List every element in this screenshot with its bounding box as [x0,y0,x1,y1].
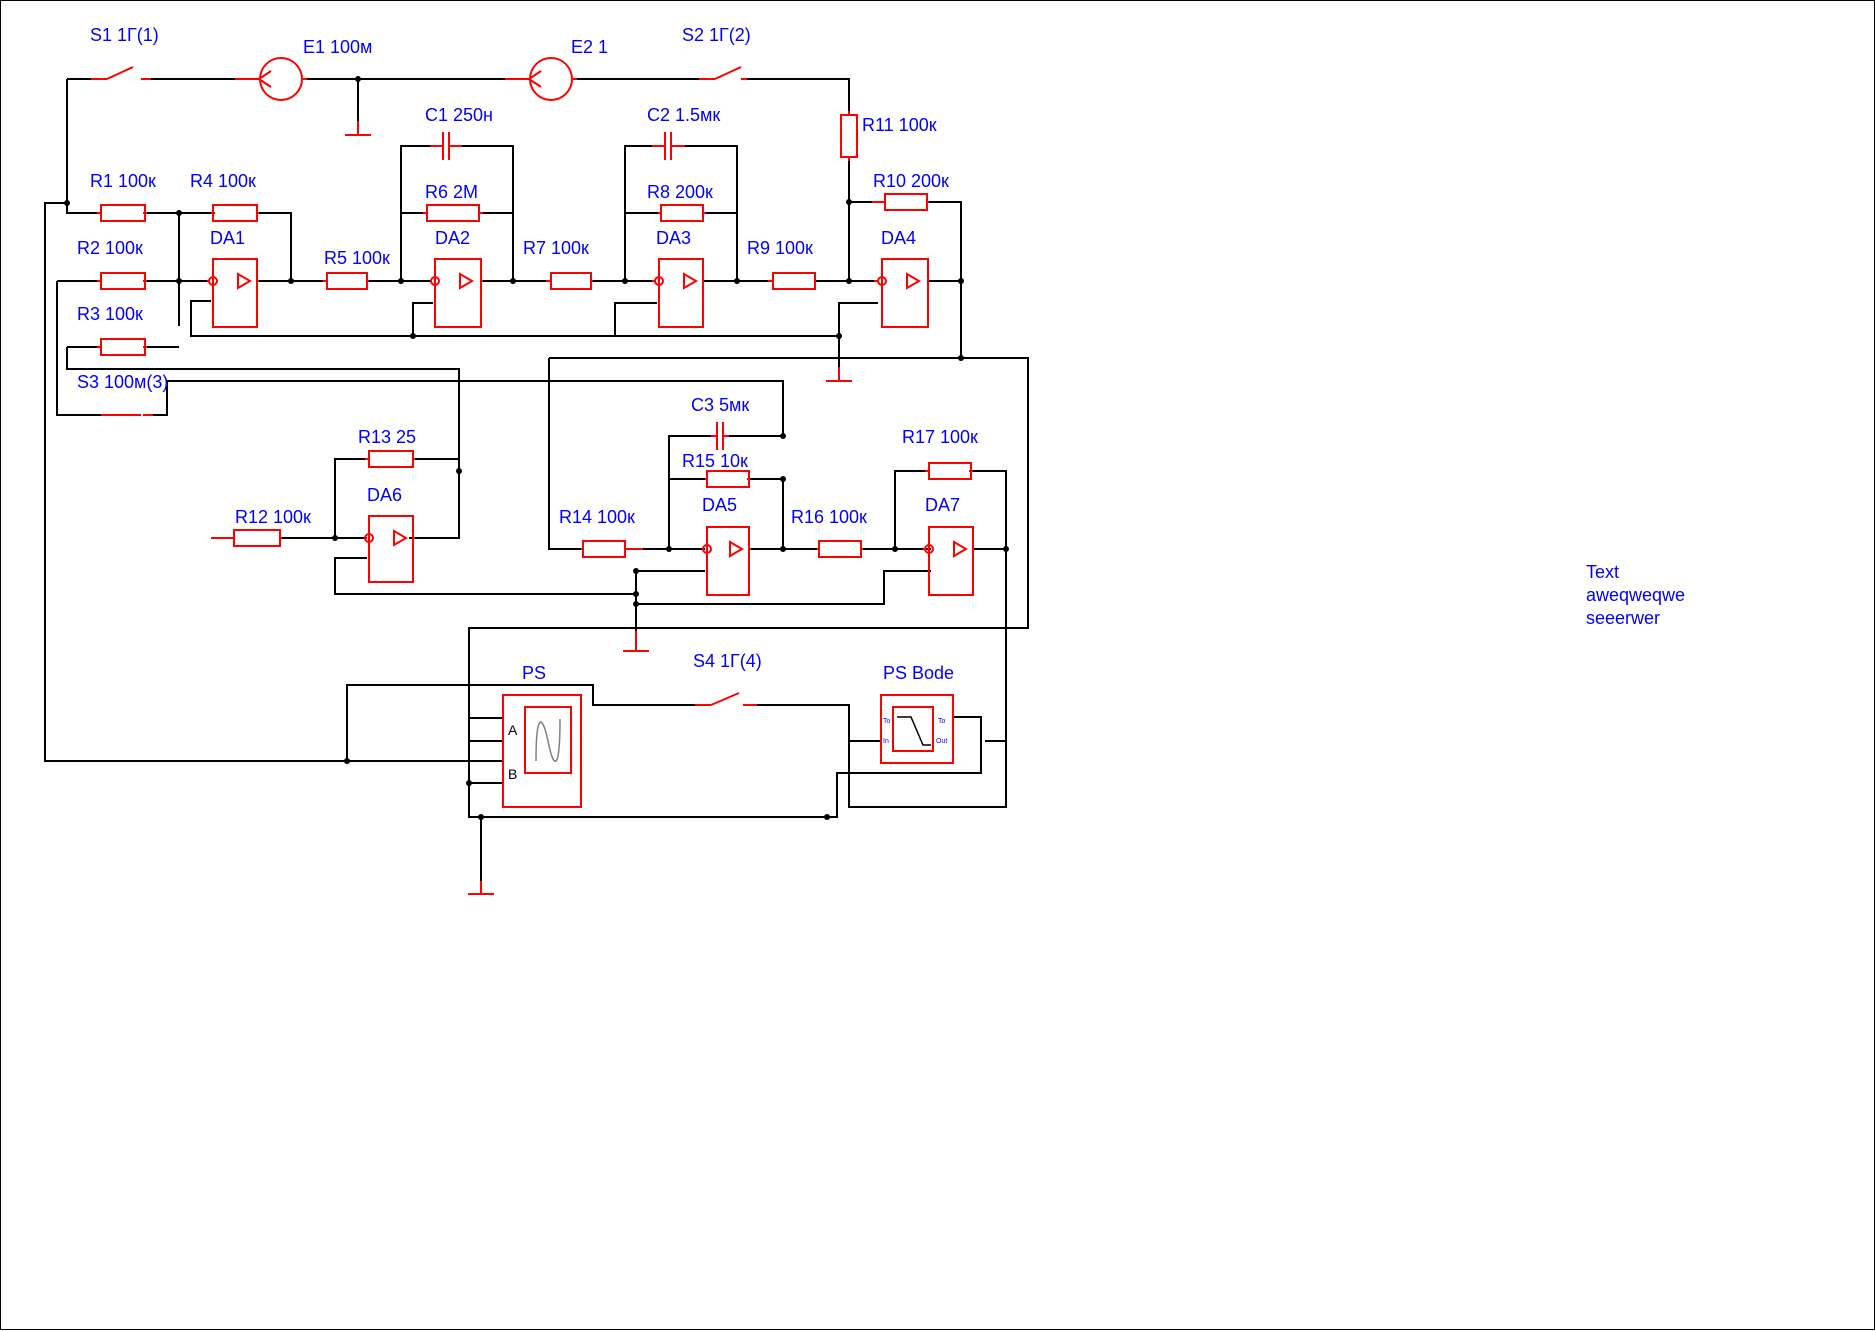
source-e1[interactable] [235,57,307,101]
label-r2: R2 100к [77,238,143,258]
switch-s1[interactable] [91,66,151,80]
source-e2[interactable] [505,57,577,101]
switch-s2[interactable] [699,66,747,80]
ground-4 [468,881,494,895]
resistor-r11[interactable] [840,111,858,161]
bode-plotter[interactable]: To In To Out [880,694,954,764]
opamp-da6[interactable] [364,515,415,583]
ps-pin-a: A [508,722,518,738]
ps-pin-b: B [508,766,517,782]
label-s2: S2 1Г(2) [682,25,751,45]
ground-1 [345,121,371,136]
text-note-line-3: seeerwer [1586,608,1661,628]
bode-pin-in: In [883,738,889,745]
switch-s4[interactable] [695,692,757,706]
label-r11: R11 100к [862,115,937,135]
label-r6: R6 2M [425,182,478,202]
label-r13: R13 25 [358,427,416,447]
resistor-r4[interactable] [211,204,259,222]
resistor-r16[interactable] [817,540,863,558]
opamp-da3[interactable] [652,258,704,328]
label-da1: DA1 [210,228,245,248]
component-labels: S1 1Г(1) E1 100м E2 1 S2 1Г(2) R11 100к … [77,25,978,683]
label-r4: R4 100к [190,171,256,191]
label-r1: R1 100к [90,171,156,191]
opamp-da7[interactable] [923,526,974,596]
label-r3: R3 100к [77,304,143,324]
resistor-r12[interactable] [211,529,282,547]
bode-pin-to-left: To [883,718,891,725]
resistor-r2[interactable] [97,272,147,290]
label-e1: E1 100м [303,37,372,57]
label-s4: S4 1Г(4) [693,651,762,671]
resistor-r3[interactable] [97,338,147,356]
opamp-da2[interactable] [430,258,483,328]
text-note[interactable]: Text aweqweqwe seeerwer [1586,561,1685,630]
label-s3: S3 100м(3) [77,372,168,392]
capacitor-c1[interactable] [430,132,462,160]
junction-dots [64,76,1009,820]
label-r17: R17 100к [902,427,978,447]
resistor-r10[interactable] [872,193,929,211]
resistor-r7[interactable] [546,272,593,290]
opamp-da4[interactable] [874,258,929,328]
resistor-r14[interactable] [581,540,643,558]
resistor-r6[interactable] [423,204,483,222]
label-e2: E2 1 [571,37,608,57]
label-da2: DA2 [435,228,470,248]
label-r10: R10 200к [873,171,949,191]
wires [44,78,1029,891]
resistor-r15[interactable] [705,470,750,488]
label-r7: R7 100к [523,238,589,258]
label-da3: DA3 [656,228,691,248]
resistor-r17[interactable] [925,462,973,480]
resistor-r13[interactable] [365,450,415,468]
label-ps-bode: PS Bode [883,663,954,683]
label-c1: C1 250н [425,105,493,125]
opamp-da5[interactable] [702,526,751,596]
ground-2 [826,367,852,382]
resistor-r8[interactable] [658,204,706,222]
oscilloscope-ps[interactable]: A B [502,694,582,808]
bode-pin-out: Out [936,738,947,745]
opamp-da1[interactable] [207,258,259,328]
label-da7: DA7 [925,495,960,515]
capacitor-c3[interactable] [711,422,729,450]
label-da5: DA5 [702,495,737,515]
label-r5: R5 100к [324,248,390,268]
capacitor-c2[interactable] [652,132,685,160]
ground-3 [623,631,649,652]
bode-pin-to-right: To [938,718,946,725]
label-da4: DA4 [881,228,916,248]
label-c3: C3 5мк [691,395,749,415]
text-note-line-1: Text [1586,562,1620,582]
text-note-line-2: aweqweqwe [1586,585,1686,605]
label-c2: C2 1.5мк [647,105,720,125]
resistor-r9[interactable] [768,272,816,290]
label-r15: R15 10к [682,451,748,471]
resistor-r1[interactable] [97,204,147,222]
label-s1: S1 1Г(1) [90,25,159,45]
label-r14: R14 100к [559,507,635,527]
label-r16: R16 100к [791,507,867,527]
label-r8: R8 200к [647,182,713,202]
label-da6: DA6 [367,485,402,505]
label-r12: R12 100к [235,507,311,527]
label-ps: PS [522,663,546,683]
label-r9: R9 100к [747,238,813,258]
resistor-r5[interactable] [323,272,369,290]
